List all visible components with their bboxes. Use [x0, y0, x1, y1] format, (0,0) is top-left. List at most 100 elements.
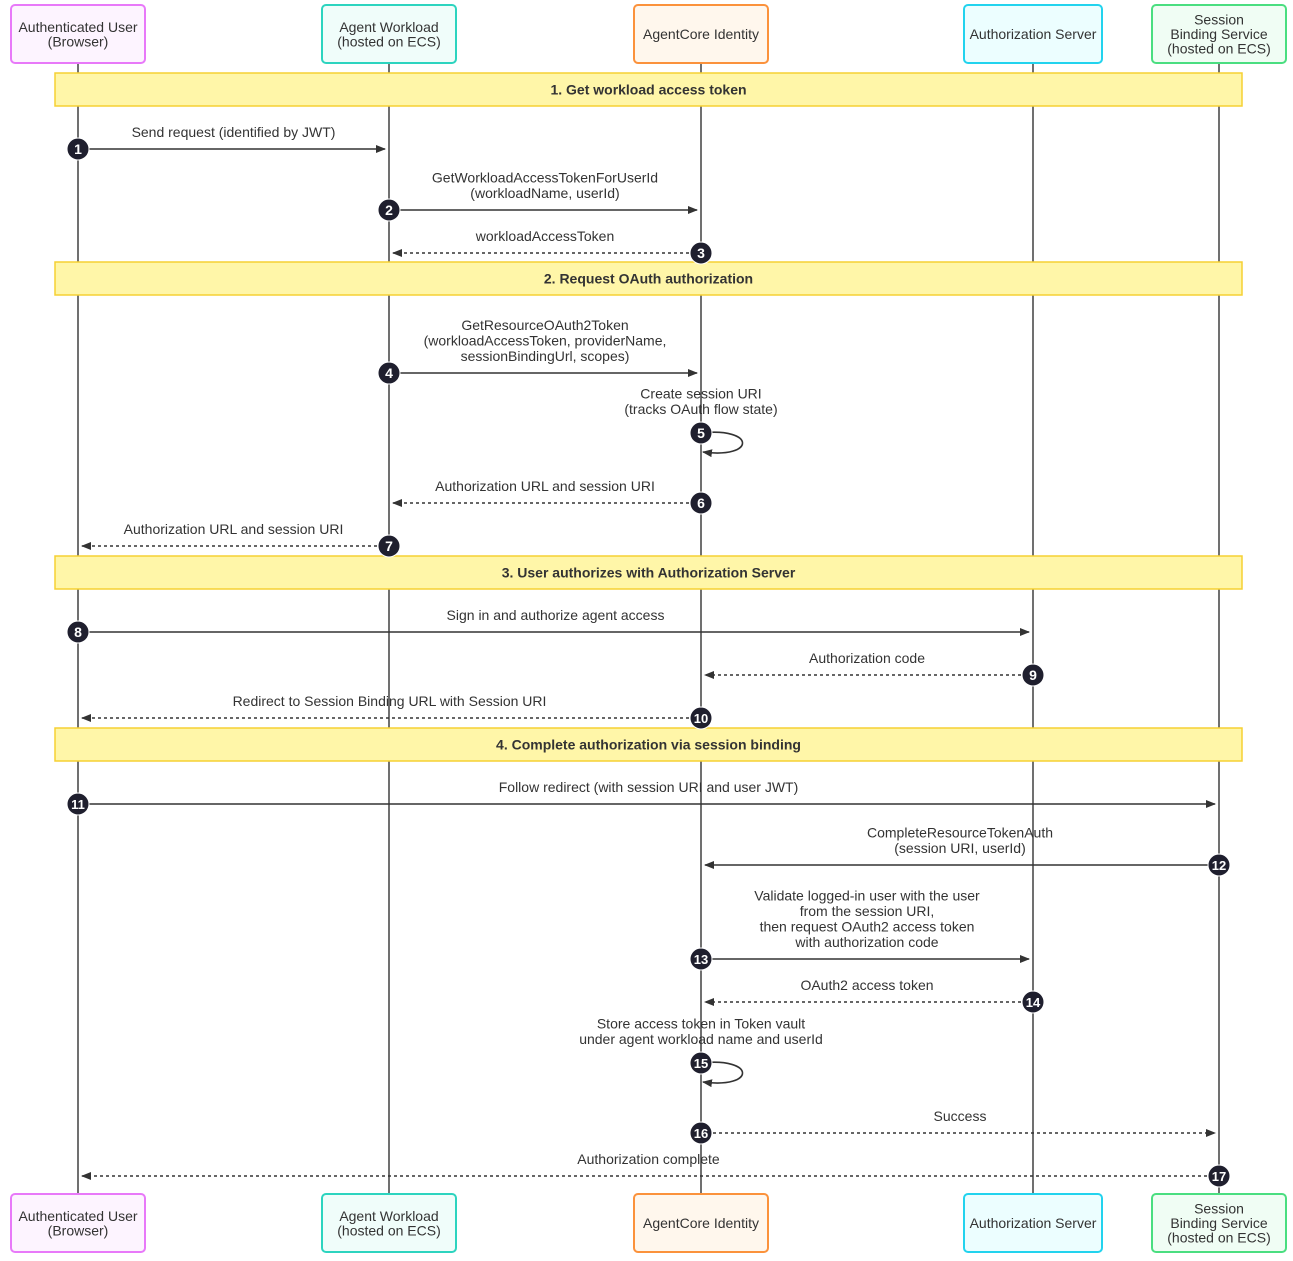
message-label: Validate logged-in user with the user: [754, 888, 980, 904]
message-13: Validate logged-in user with the userfro…: [689, 888, 1030, 971]
step-number: 15: [694, 1056, 708, 1071]
message-label: Authorization complete: [577, 1151, 720, 1167]
message-label: OAuth2 access token: [800, 977, 933, 993]
section-band: [54, 261, 1243, 296]
step-badge: 6: [689, 491, 713, 515]
participant-box: [1151, 1193, 1287, 1253]
step-badge: 12: [1207, 853, 1231, 877]
participant-agent-bottom: Agent Workload(hosted on ECS): [321, 1193, 457, 1253]
step-badge-circle: [1021, 663, 1045, 687]
section-banner: 4. Complete authorization via session bi…: [54, 727, 1243, 762]
participant-agent-top: Agent Workload(hosted on ECS): [321, 4, 457, 64]
participant-label: Agent Workload: [339, 19, 438, 35]
message-9: Authorization code 9: [704, 650, 1045, 687]
self-message-arrow: [700, 431, 744, 458]
participant-label: Authenticated User: [18, 1208, 137, 1224]
step-badge-circle: [689, 1051, 713, 1075]
step-number: 6: [697, 495, 705, 511]
participant-user-top: Authenticated User(Browser): [10, 4, 146, 64]
step-badge: 17: [1207, 1164, 1231, 1188]
participant-box: [633, 1193, 769, 1253]
step-number: 8: [74, 624, 82, 640]
section-banner: 1. Get workload access token: [54, 72, 1243, 107]
message-label: Follow redirect (with session URI and us…: [499, 779, 799, 795]
step-number: 1: [74, 141, 82, 157]
participant-box: [10, 4, 146, 64]
participant-identity-top: AgentCore Identity: [633, 4, 769, 64]
message-label: from the session URI,: [800, 903, 935, 919]
message-label: Authorization URL and session URI: [124, 521, 344, 537]
participant-label: Session: [1194, 1201, 1244, 1217]
participant-authserver-top: Authorization Server: [963, 4, 1103, 64]
step-badge: 9: [1021, 663, 1045, 687]
message-label: Authorization code: [809, 650, 925, 666]
step-number: 12: [1212, 858, 1226, 873]
step-badge-circle: [66, 792, 90, 816]
step-badge: 11: [66, 792, 90, 816]
participant-label: Binding Service: [1170, 1215, 1267, 1231]
participant-label: (hosted on ECS): [337, 1222, 441, 1238]
step-number: 4: [385, 365, 393, 381]
message-label: Send request (identified by JWT): [132, 124, 336, 140]
step-badge-circle: [689, 421, 713, 445]
step-badge: 16: [689, 1121, 713, 1145]
section-label: 1. Get workload access token: [550, 82, 746, 98]
participant-authserver-bottom: Authorization Server: [963, 1193, 1103, 1253]
participant-label: (Browser): [48, 1222, 109, 1238]
section-band: [54, 555, 1243, 590]
section-label: 2. Request OAuth authorization: [544, 271, 753, 287]
participant-label: (hosted on ECS): [1167, 41, 1271, 57]
participant-label: AgentCore Identity: [643, 26, 759, 42]
step-badge-circle: [377, 361, 401, 385]
message-2: GetWorkloadAccessTokenForUserId(workload…: [377, 170, 698, 222]
step-number: 3: [697, 245, 705, 261]
step-number: 9: [1029, 667, 1037, 683]
step-badge-circle: [1207, 1164, 1231, 1188]
message-6: Authorization URL and session URI 6: [392, 478, 713, 515]
message-label: sessionBindingUrl, scopes): [461, 348, 630, 364]
step-badge: 13: [689, 947, 713, 971]
section-banner: 3. User authorizes with Authorization Se…: [54, 555, 1243, 590]
participant-label: (hosted on ECS): [337, 33, 441, 49]
message-label: then request OAuth2 access token: [760, 919, 975, 935]
message-4: GetResourceOAuth2Token(workloadAccessTok…: [377, 317, 698, 385]
step-number: 11: [71, 797, 85, 812]
step-badge: 2: [377, 198, 401, 222]
participant-label: Agent Workload: [339, 1208, 438, 1224]
message-label: (session URI, userId): [894, 840, 1025, 856]
message-label: (tracks OAuth flow state): [624, 401, 777, 417]
step-number: 16: [694, 1126, 708, 1141]
step-badge-circle: [66, 137, 90, 161]
step-number: 10: [694, 711, 708, 726]
message-label: under agent workload name and userId: [579, 1031, 823, 1047]
step-badge: 5: [689, 421, 713, 445]
step-badge-circle: [377, 534, 401, 558]
participant-box: [633, 4, 769, 64]
participant-label: Session: [1194, 12, 1244, 28]
message-label: workloadAccessToken: [475, 228, 615, 244]
section-label: 3. User authorizes with Authorization Se…: [502, 565, 796, 581]
message-8: Sign in and authorize agent access 8: [66, 607, 1030, 644]
message-10: Redirect to Session Binding URL with Ses…: [81, 693, 713, 730]
message-7: Authorization URL and session URI 7: [81, 521, 401, 558]
message-label: Sign in and authorize agent access: [447, 607, 665, 623]
message-label: Store access token in Token vault: [597, 1016, 805, 1032]
participant-label: AgentCore Identity: [643, 1215, 759, 1231]
step-badge-circle: [689, 241, 713, 265]
step-number: 7: [385, 538, 393, 554]
step-badge: 10: [689, 706, 713, 730]
message-12: CompleteResourceTokenAuth(session URI, u…: [704, 825, 1231, 877]
message-11: Follow redirect (with session URI and us…: [66, 779, 1216, 816]
step-badge: 15: [689, 1051, 713, 1075]
step-number: 14: [1026, 995, 1041, 1010]
message-label: Authorization URL and session URI: [435, 478, 655, 494]
step-badge-circle: [689, 491, 713, 515]
step-badge: 4: [377, 361, 401, 385]
message-label: with authorization code: [794, 934, 938, 950]
step-number: 13: [694, 952, 708, 967]
step-badge-circle: [377, 198, 401, 222]
self-message-arrow: [700, 1061, 744, 1088]
step-badge: 8: [66, 620, 90, 644]
